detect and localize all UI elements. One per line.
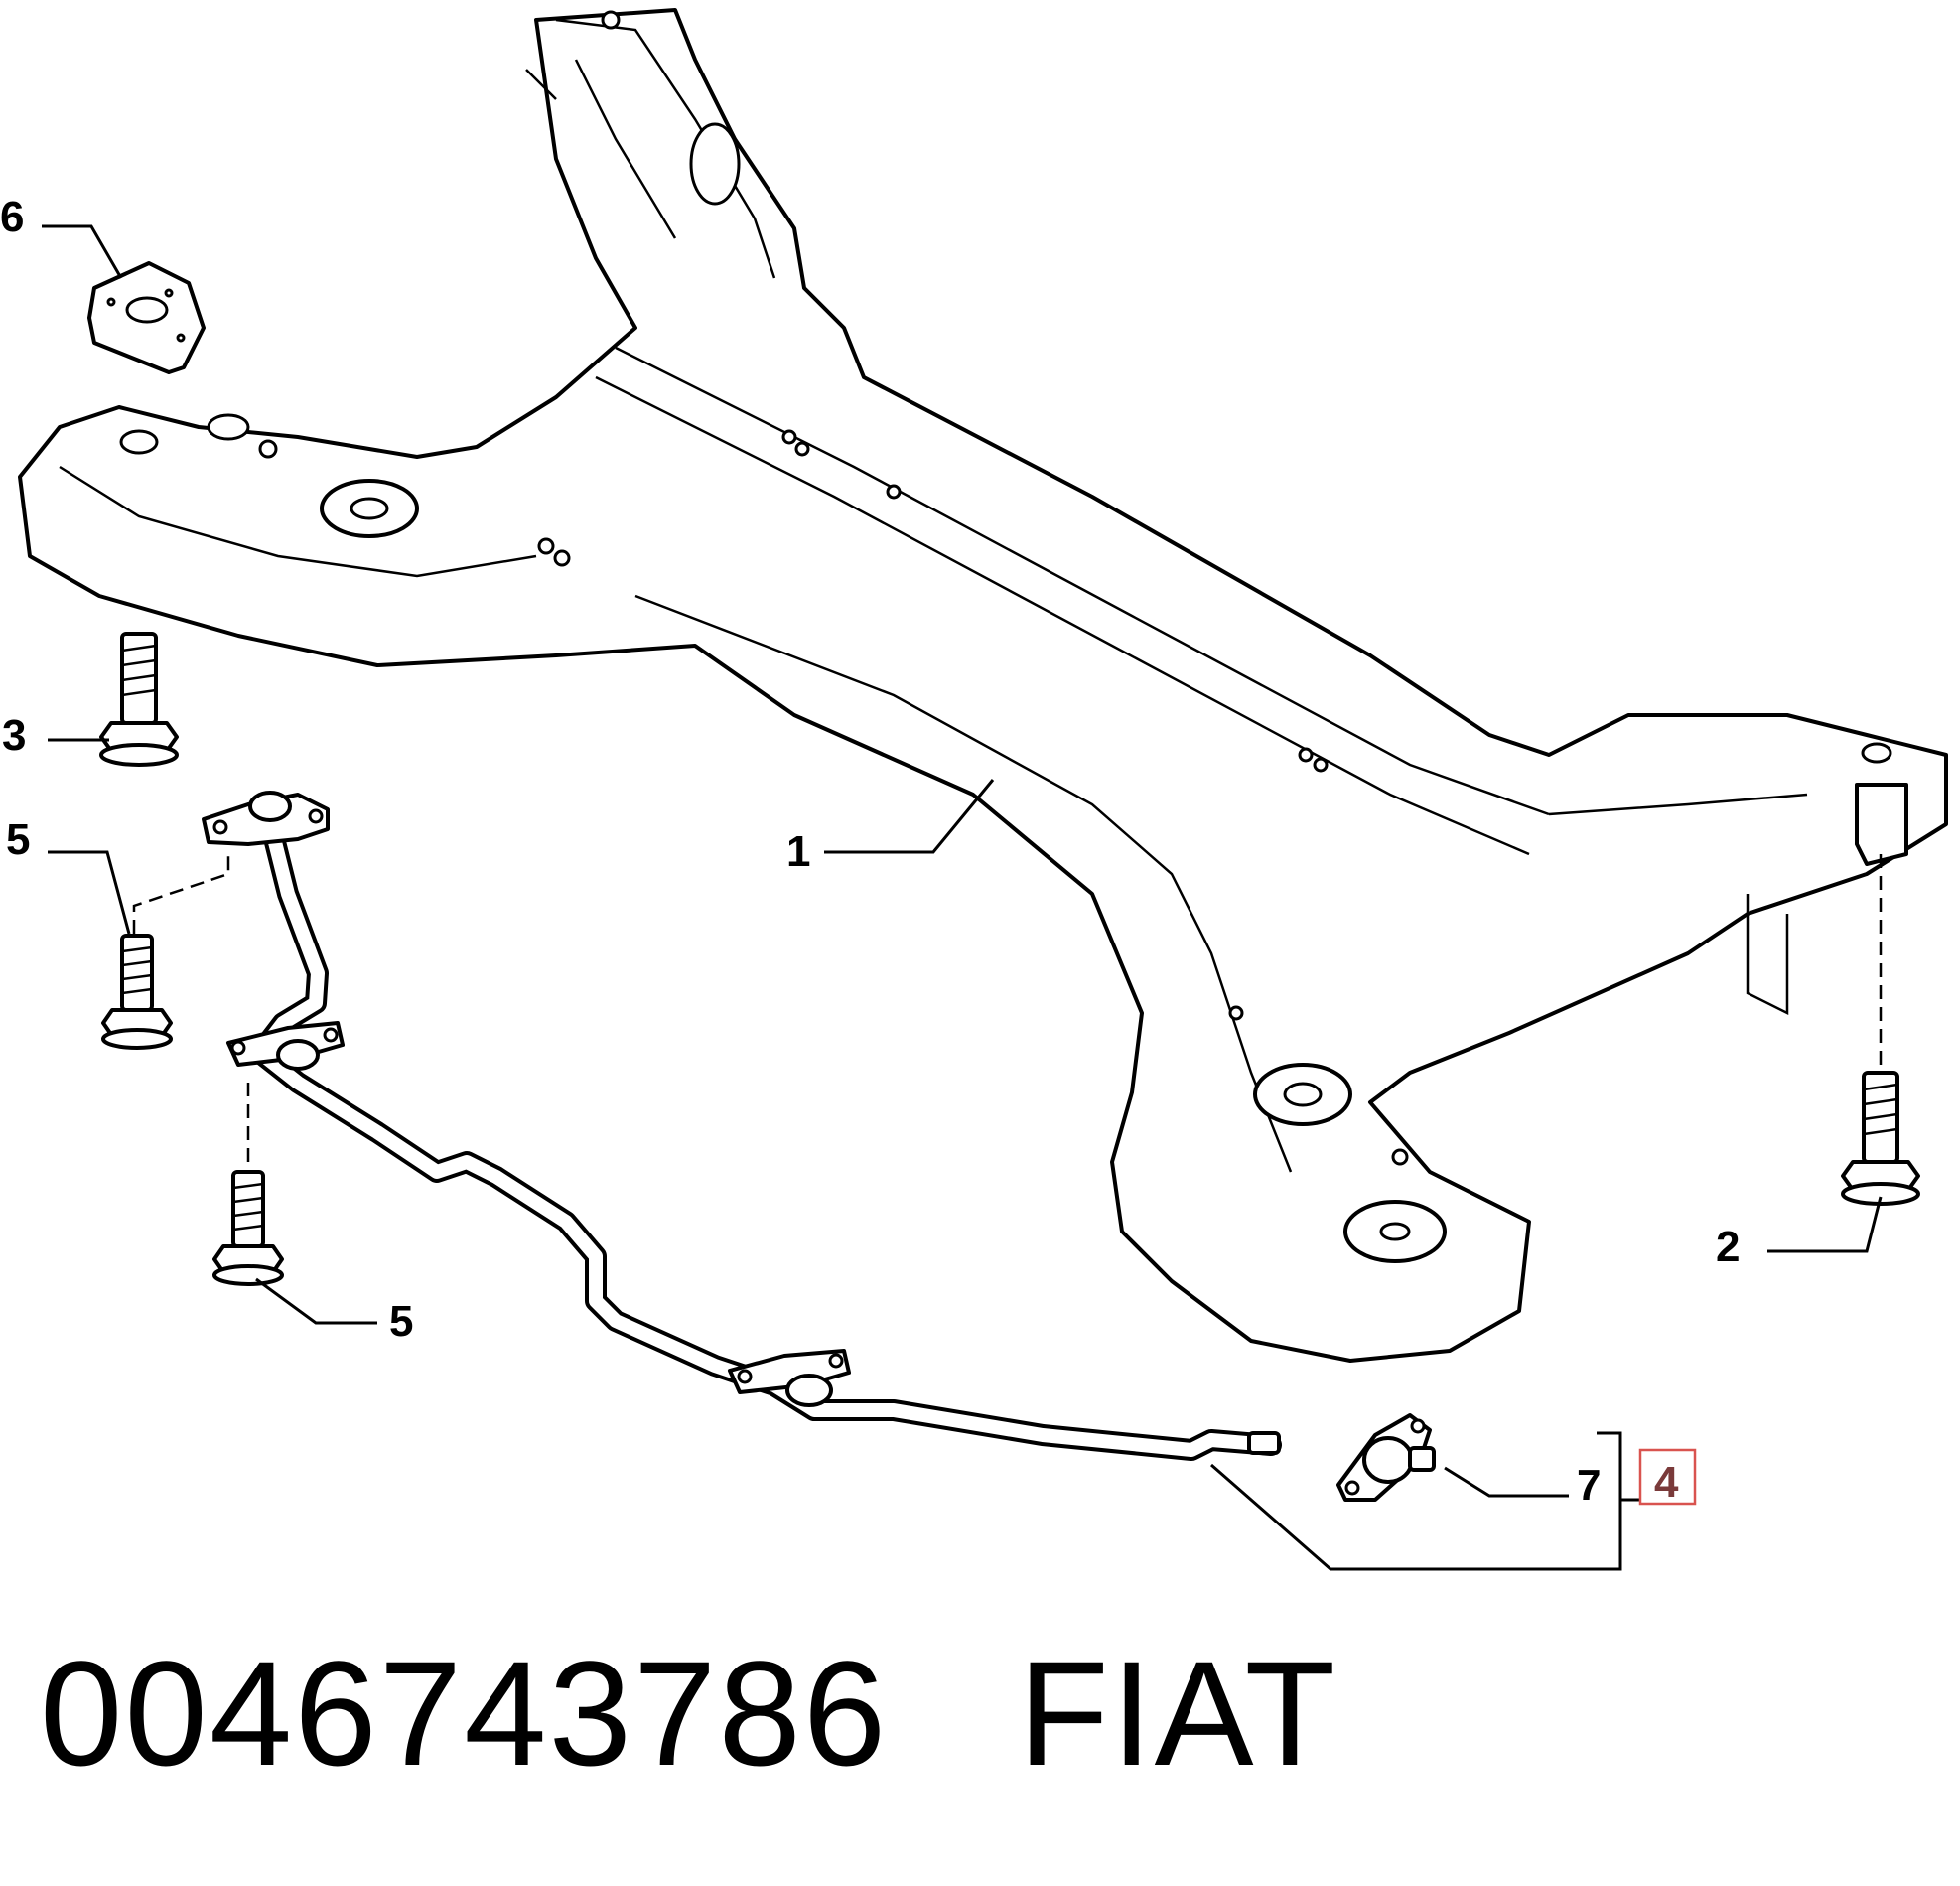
bolt-3 — [99, 632, 179, 767]
bolt-5-upper — [101, 934, 173, 1050]
leader-5-upper — [48, 850, 131, 935]
part-number: 0046743786 — [40, 1630, 889, 1797]
leader-6 — [42, 224, 123, 279]
anti-roll-bar — [202, 791, 1282, 1461]
callout-4[interactable]: 4 — [1654, 1458, 1679, 1507]
bolt-2 — [1841, 1071, 1920, 1206]
leader-5-lower — [255, 1277, 377, 1325]
leader-2 — [1767, 1196, 1883, 1253]
callout-4-highlight-box — [1638, 1448, 1697, 1506]
bolt-5-upper-axis-line — [132, 850, 230, 934]
callout-1[interactable]: 1 — [786, 827, 810, 876]
callout-6[interactable]: 6 — [0, 193, 24, 241]
subframe-crossmember — [18, 8, 1948, 1363]
brand-name: FIAT — [1018, 1630, 1338, 1797]
leader-4-bracket — [1210, 1431, 1622, 1571]
callout-3[interactable]: 3 — [2, 711, 26, 760]
bolt-5-lower — [212, 1170, 284, 1286]
link-bushing — [1336, 1413, 1436, 1502]
callout-5-upper[interactable]: 5 — [6, 815, 30, 864]
top-mount-plate — [87, 261, 206, 374]
leader-1 — [824, 779, 995, 854]
part-caption: 0046743786 FIAT — [40, 1639, 1337, 1788]
callout-5-lower[interactable]: 5 — [389, 1297, 413, 1346]
callout-2[interactable]: 2 — [1716, 1223, 1740, 1271]
callout-7[interactable]: 7 — [1577, 1461, 1601, 1510]
leader-7 — [1444, 1466, 1569, 1498]
